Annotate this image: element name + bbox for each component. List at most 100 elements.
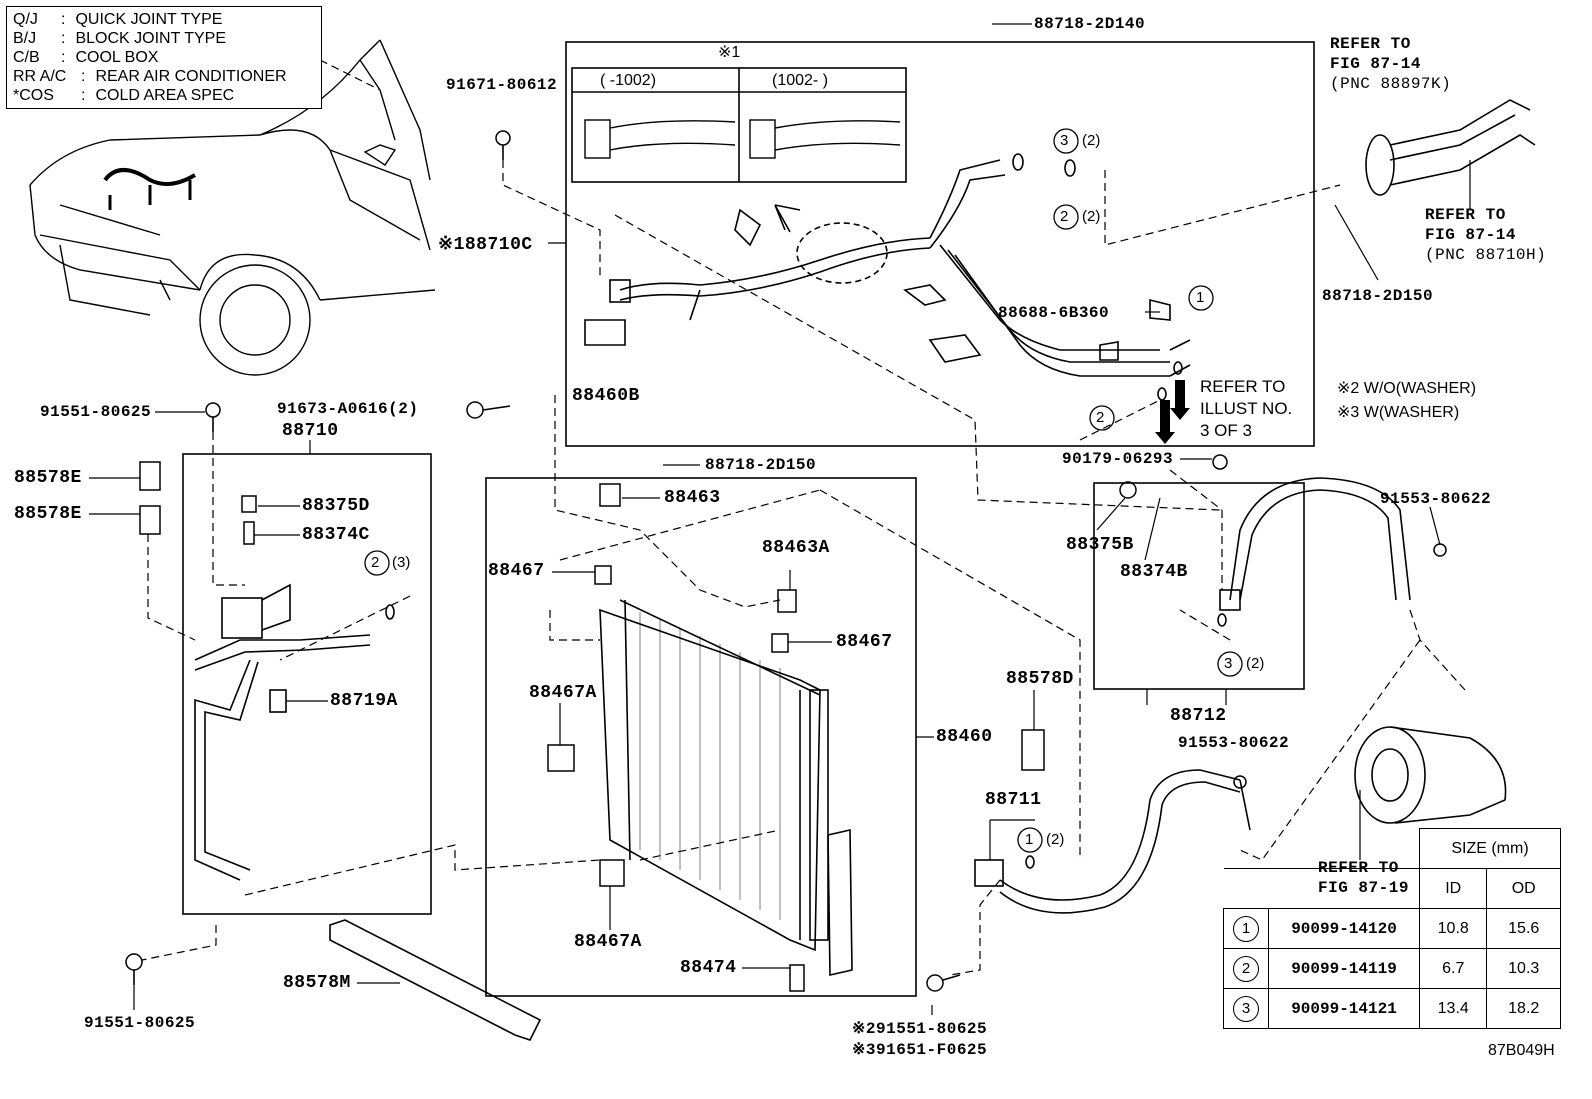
legend-code: *COS	[13, 87, 54, 104]
part-88467-a	[594, 565, 612, 585]
frame-88710C	[565, 41, 1315, 447]
legend-row: *COS: COLD AREA SPEC	[13, 86, 315, 105]
part-label-91551-80625-top: 91551-80625	[40, 403, 152, 421]
part-label-88474: 88474	[680, 958, 737, 978]
part-label-88578E-1: 88578E	[14, 468, 82, 488]
part-label-88467A-a: 88467A	[529, 683, 597, 703]
size-table-col-od: OD	[1486, 868, 1561, 909]
part-label-91673-A0616: 91673-A0616(2)	[277, 400, 419, 418]
refer-fig-right-line-3: (PNC 88710H)	[1425, 246, 1547, 264]
pipe-88710C	[584, 159, 1191, 377]
detail-right-range: (1002- )	[772, 72, 829, 89]
part-label-88467-a: 88467	[488, 561, 545, 581]
size-table-id: 13.4	[1418, 988, 1488, 1029]
size-table-number: 3	[1223, 988, 1269, 1029]
legend-description: COLD AREA SPEC	[95, 87, 235, 104]
clip-88578D	[1021, 729, 1045, 771]
refer-fig-right: REFER TO FIG 87-14 (PNC 88710H)	[1425, 205, 1546, 265]
legend-row: B/J:BLOCK JOINT TYPE	[13, 29, 315, 48]
part-label-bolt-alt-1: ※291551-80625	[852, 1020, 988, 1038]
part-label-bolt-alt-2: ※391651-F0625	[852, 1041, 988, 1059]
legend-row: RR A/C:REAR AIR CONDITIONER	[13, 67, 315, 86]
detail-views	[584, 119, 901, 159]
frame-88710	[182, 453, 432, 915]
part-label-88710: 88710	[282, 421, 339, 441]
legend-description: QUICK JOINT TYPE	[75, 11, 223, 28]
size-table-id-text: 6.7	[1442, 959, 1465, 977]
diagram-id: 87B049H	[1488, 1042, 1555, 1059]
refer-illust-line-3: 3 OF 3	[1200, 421, 1252, 440]
part-label-88712: 88712	[1170, 706, 1227, 726]
part-label-88688-6B360: 88688-6B360	[998, 304, 1110, 322]
size-table-spacer	[1223, 868, 1420, 909]
part-88463	[599, 483, 621, 507]
refer-illust-line-1: REFER TO	[1200, 377, 1286, 396]
size-table-od: 18.2	[1486, 988, 1561, 1029]
callout-number-2-left: 2	[371, 554, 380, 571]
part-label-90179-06293: 90179-06293	[1062, 450, 1174, 468]
clip-88578E-a	[139, 461, 161, 491]
part-label-88374B: 88374B	[1120, 562, 1188, 582]
size-table-col-id: ID	[1418, 868, 1488, 909]
legend-description: REAR AIR CONDITIONER	[95, 68, 287, 85]
detail-left-range: ( -1002)	[600, 72, 657, 89]
part-label-88374C: 88374C	[302, 525, 370, 545]
legend-code: Q/J	[13, 11, 38, 28]
callout-number-1-top: 1	[1196, 289, 1205, 306]
compressor	[1354, 726, 1507, 824]
part-label-88710C: ※188710C	[438, 235, 533, 255]
part-label-91553-80622-bottom: 91553-80622	[1178, 734, 1290, 752]
refer-fig-top-line-1: REFER TO	[1330, 35, 1411, 53]
fitting-87-14	[1365, 99, 1536, 196]
size-table-part: 90099-14121	[1268, 988, 1420, 1029]
size-table-od-text: 10.3	[1508, 959, 1540, 977]
callout-number-2-top: 2	[1060, 208, 1069, 225]
size-table-id-text: 13.4	[1437, 999, 1469, 1017]
legend-description: BLOCK JOINT TYPE	[75, 30, 227, 47]
part-label-88578E-2: 88578E	[14, 504, 82, 524]
clip-88578E-b	[139, 505, 161, 535]
size-table-part-text: 90099-14121	[1291, 999, 1397, 1018]
vehicle-sketch	[29, 39, 436, 376]
bracket-88578M	[329, 919, 542, 1041]
note-washer-2: ※2 W/O(WASHER)	[1337, 380, 1477, 397]
callout-qty-3-top: (2)	[1082, 132, 1101, 149]
part-label-88578M: 88578M	[283, 973, 351, 993]
legend-separator: :	[61, 30, 66, 47]
part-label-88719A: 88719A	[330, 691, 398, 711]
refer-fig-right-line-1: REFER TO	[1425, 206, 1506, 224]
size-table-blank	[1223, 828, 1420, 869]
legend-description: COOL BOX	[75, 49, 159, 66]
size-table-number-text: 3	[1233, 995, 1259, 1022]
size-table-number: 2	[1223, 948, 1269, 989]
size-table-od-text: 18.2	[1508, 999, 1540, 1017]
refer-fig-top: REFER TO FIG 87-14 (PNC 88897K)	[1330, 34, 1451, 94]
callout-number-3-right: 3	[1224, 655, 1233, 672]
size-table-od-text: 15.6	[1508, 919, 1540, 937]
size-table-id: 6.7	[1418, 948, 1488, 989]
legend-separator: :	[81, 87, 86, 104]
part-label-88467A-b: 88467A	[574, 932, 642, 952]
legend-row: Q/J:QUICK JOINT TYPE	[13, 10, 315, 29]
condenser-fins	[639, 612, 781, 920]
part-label-88463A: 88463A	[762, 538, 830, 558]
size-table-od: 15.6	[1486, 908, 1561, 949]
size-table-id: 10.8	[1418, 908, 1488, 949]
part-label-88375D: 88375D	[302, 496, 370, 516]
part-label-91671-80612: 91671-80612	[446, 76, 558, 94]
size-table-number-text: 1	[1233, 915, 1259, 942]
size-table-id-text: 10.8	[1437, 919, 1469, 937]
part-label-88711: 88711	[985, 790, 1042, 810]
callout-number-1-bottom: 1	[1025, 831, 1034, 848]
size-table-od: 10.3	[1486, 948, 1561, 989]
refer-fig-top-line-2: FIG 87-14	[1330, 55, 1421, 73]
part-88474	[789, 964, 805, 992]
size-table-header: SIZE (mm)	[1419, 828, 1561, 869]
part-88375D	[241, 495, 257, 513]
part-label-91553-80622-top: 91553-80622	[1380, 490, 1492, 508]
frame-88712	[1093, 482, 1305, 690]
